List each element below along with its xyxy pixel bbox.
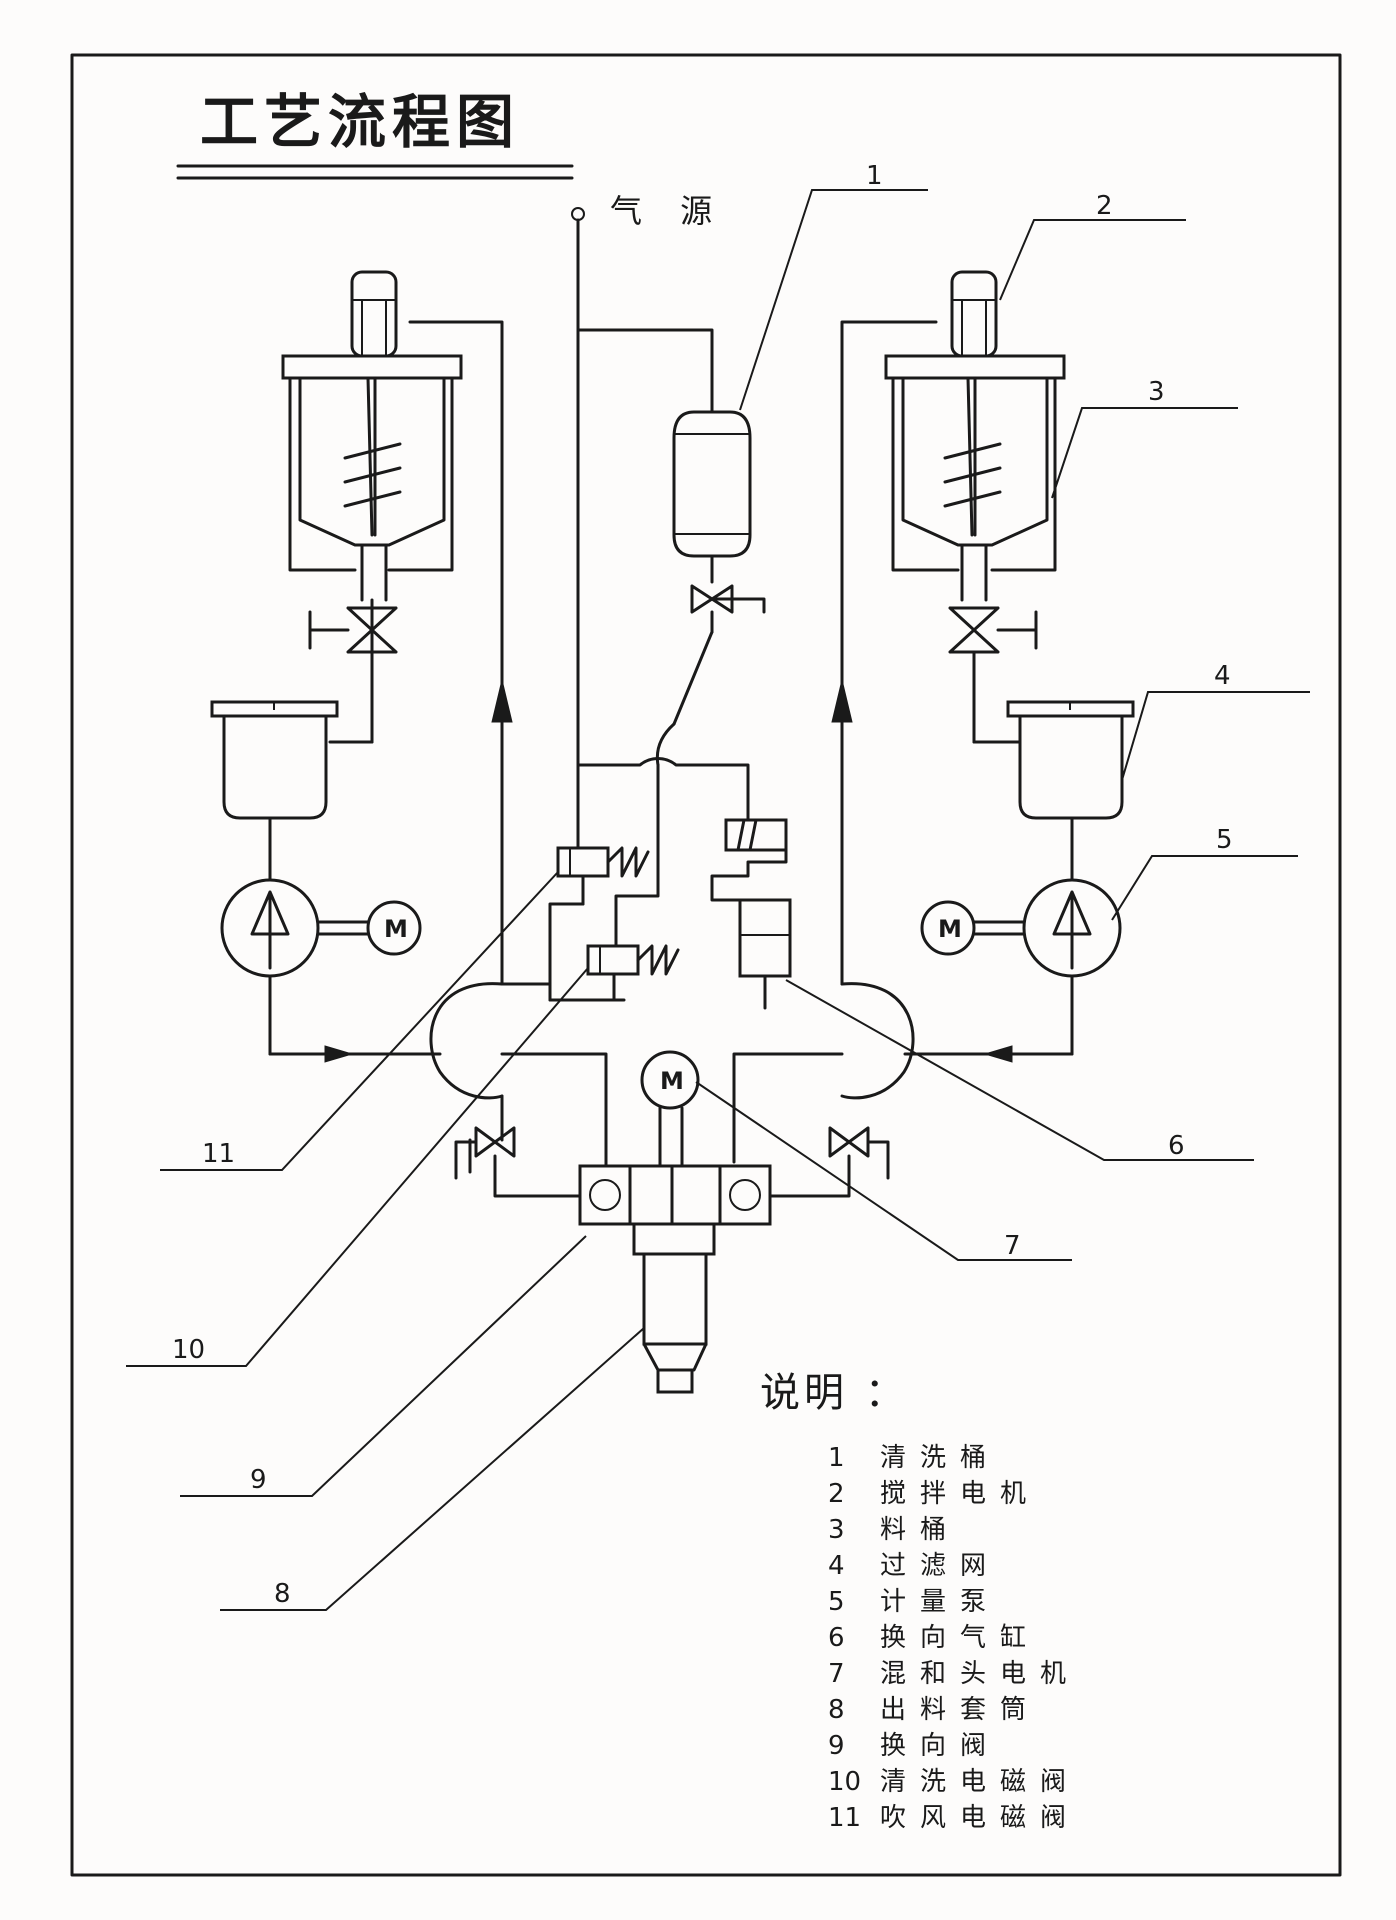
legend-item-number: 11 — [828, 1803, 861, 1833]
legend-item-number: 5 — [828, 1587, 845, 1617]
left-stirring-motor — [350, 270, 398, 358]
legend-item-label: 混和头电机 — [880, 1659, 1080, 1689]
legend-item-label: 换向阀 — [880, 1731, 1000, 1761]
mixing-head-motor-symbol: M — [660, 1067, 684, 1095]
legend-item-label: 过滤网 — [880, 1551, 1000, 1581]
legend-item-number: 6 — [828, 1623, 845, 1653]
legend-item-label: 出料套筒 — [880, 1695, 1040, 1725]
air-source-port — [571, 207, 585, 221]
blow-solenoid-valve — [548, 846, 650, 1002]
legend-item-label: 料桶 — [880, 1515, 960, 1545]
left-pump-motor: M — [384, 915, 408, 943]
legend-item-number: 3 — [828, 1515, 845, 1545]
legend-item-number: 8 — [828, 1695, 845, 1725]
mixing-head-motor: M — [640, 1050, 700, 1168]
right-stirring-motor — [950, 270, 998, 358]
callout-8: 8 — [274, 1579, 291, 1609]
right-pump-motor: M — [938, 915, 962, 943]
legend-item-label: 搅拌电机 — [880, 1479, 1040, 1509]
callout-3: 3 — [1148, 377, 1165, 407]
right-directional-valve — [768, 1126, 890, 1198]
legend-item-number: 1 — [828, 1443, 845, 1473]
callout-9: 9 — [250, 1465, 267, 1495]
legend-item-label: 计量泵 — [880, 1587, 1000, 1617]
legend-title: 说明 ： — [760, 1370, 909, 1416]
callout-6: 6 — [1168, 1131, 1185, 1161]
legend-item-label: 清洗桶 — [880, 1443, 1000, 1473]
drawing-frame — [70, 53, 1342, 1877]
discharge-sleeve — [632, 1222, 716, 1394]
legend-item-number: 9 — [828, 1731, 845, 1761]
left-directional-valve — [454, 1126, 582, 1198]
mixing-head — [578, 1164, 772, 1226]
air-source-label: 气 源 — [610, 192, 726, 230]
cleaning-solenoid-valve — [548, 944, 680, 1002]
legend-item-number: 10 — [828, 1767, 861, 1797]
callout-2: 2 — [1096, 191, 1113, 221]
legend: 说明 ： 1 清洗桶 2 搅拌电机 3 料桶 4 过滤网 5 计量泵 6 换向气缸 7 混和头电机 8 出料套… — [760, 1370, 1080, 1833]
directional-cylinder — [710, 818, 792, 1010]
diagram-title: 工艺流程图 — [200, 88, 520, 156]
cleaning-tank — [672, 410, 766, 726]
legend-item-label: 吹风电磁阀 — [880, 1803, 1080, 1833]
callout-11: 11 — [202, 1139, 235, 1169]
legend-item-number: 2 — [828, 1479, 845, 1509]
right-filter — [1006, 700, 1135, 820]
callout-leaders — [126, 189, 1310, 1611]
callout-1: 1 — [866, 161, 883, 191]
right-metering-pump: M — [903, 816, 1122, 1063]
legend-item-number: 7 — [828, 1659, 845, 1689]
right-material-tank — [884, 270, 1066, 744]
callout-4: 4 — [1214, 661, 1231, 691]
legend-item-label: 换向气缸 — [880, 1623, 1040, 1653]
left-material-tank — [281, 270, 463, 744]
left-metering-pump: M — [220, 816, 442, 1063]
callout-5: 5 — [1216, 825, 1233, 855]
legend-item-number: 4 — [828, 1551, 845, 1581]
callout-7: 7 — [1004, 1231, 1021, 1261]
legend-item-label: 清洗电磁阀 — [880, 1767, 1080, 1797]
callout-10: 10 — [172, 1335, 205, 1365]
left-filter — [210, 700, 339, 820]
